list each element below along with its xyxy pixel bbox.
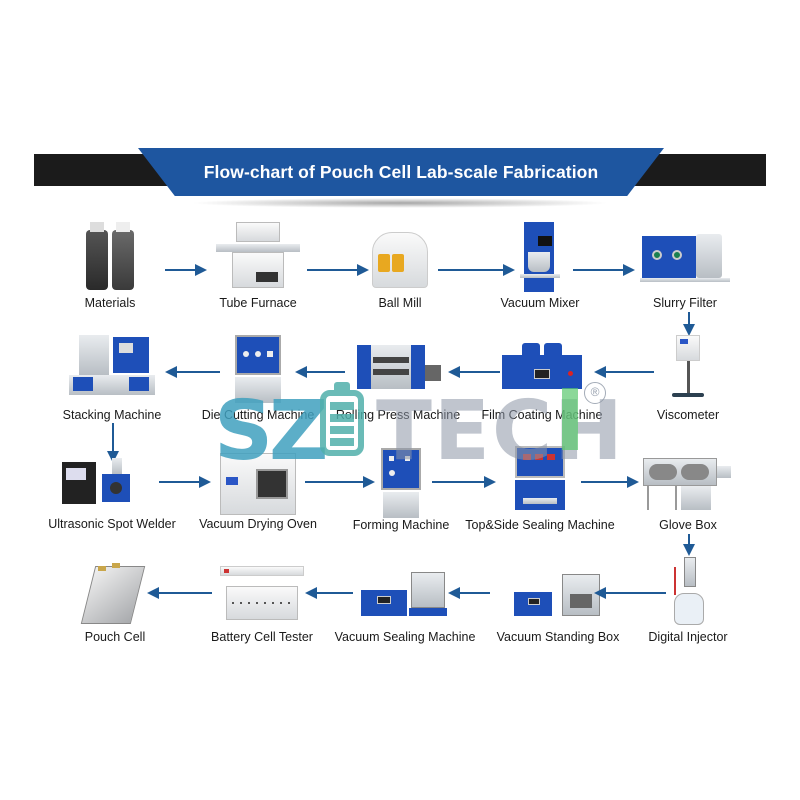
viscometer-icon [668, 335, 708, 401]
step-glove-box: Glove Box [613, 452, 763, 532]
arrow-left [295, 366, 345, 378]
step-ball-mill: Ball Mill [325, 222, 475, 310]
arrow-right [307, 264, 369, 276]
step-label: Top&Side Sealing Machine [465, 518, 615, 532]
arrow-down [683, 534, 695, 556]
slurry-filter-icon [640, 222, 730, 284]
battery-cell-tester-icon [220, 566, 304, 620]
step-label: Glove Box [659, 518, 717, 532]
pouch-cell-icon [80, 560, 150, 626]
vacuum-standing-box-icon [514, 568, 602, 620]
ball-mill-icon [370, 222, 430, 288]
step-label: Digital Injector [648, 630, 728, 644]
step-label: Die Cutting Machine [201, 408, 315, 422]
step-label: Film Coating Machine [481, 408, 603, 422]
bottles-icon [80, 222, 140, 292]
step-vacuum-standing-box: Vacuum Standing Box [483, 568, 633, 644]
vacuum-sealing-machine-icon [361, 568, 449, 620]
step-label: Battery Cell Tester [211, 630, 313, 644]
arrow-left [448, 366, 500, 378]
step-materials: Materials [35, 222, 185, 310]
header-shadow [190, 198, 610, 208]
die-cutting-machine-icon [235, 335, 281, 405]
step-forming-machine: Forming Machine [326, 448, 476, 532]
top-side-sealing-machine-icon [515, 446, 565, 516]
step-vacuum-drying-oven: Vacuum Drying Oven [183, 453, 333, 531]
arrow-right [438, 264, 515, 276]
arrow-right [581, 476, 639, 488]
step-vacuum-mixer: Vacuum Mixer [465, 222, 615, 310]
vacuum-drying-oven-icon [220, 453, 296, 515]
step-label: Stacking Machine [62, 408, 162, 422]
rolling-press-machine-icon [353, 335, 443, 395]
tube-furnace-icon [216, 222, 300, 288]
step-label: Rolling Press Machine [335, 408, 461, 422]
step-film-coating-machine: Film Coating Machine [467, 335, 617, 422]
arrow-right [159, 476, 211, 488]
step-rolling-press-machine: Rolling Press Machine [323, 335, 473, 422]
film-coating-machine-icon [500, 335, 584, 395]
arrow-right [573, 264, 635, 276]
step-slurry-filter: Slurry Filter [610, 222, 760, 310]
page-title: Flow-chart of Pouch Cell Lab-scale Fabri… [203, 162, 599, 182]
step-label: Vacuum Standing Box [496, 630, 620, 644]
step-digital-injector: Digital Injector [613, 557, 763, 644]
arrow-right [432, 476, 496, 488]
step-label: Vacuum Mixer [500, 296, 580, 310]
step-stacking-machine: Stacking Machine [37, 335, 187, 422]
forming-machine-icon [381, 448, 421, 518]
step-die-cutting-machine: Die Cutting Machine [183, 335, 333, 422]
header-tab [138, 148, 664, 196]
step-pouch-cell: Pouch Cell [40, 560, 190, 644]
step-label: Vacuum Drying Oven [199, 517, 317, 531]
step-viscometer: Viscometer [613, 335, 763, 422]
step-label: Forming Machine [352, 518, 450, 532]
step-label: Slurry Filter [653, 296, 717, 310]
step-label: Materials [84, 296, 136, 310]
digital-injector-icon [668, 557, 708, 627]
ultrasonic-spot-welder-icon [62, 458, 162, 508]
step-battery-cell-tester: Battery Cell Tester [187, 566, 337, 644]
step-label: Viscometer [656, 408, 720, 422]
arrow-left [594, 366, 654, 378]
arrow-down [683, 312, 695, 336]
stacking-machine-icon [69, 335, 155, 401]
step-label: Ball Mill [378, 296, 422, 310]
arrow-left [448, 587, 490, 599]
glove-box-icon [643, 452, 733, 512]
arrow-right [305, 476, 375, 488]
arrow-down [107, 423, 119, 463]
arrow-left [305, 587, 353, 599]
arrow-left [147, 587, 212, 599]
arrow-left [594, 587, 666, 599]
step-tube-furnace: Tube Furnace [183, 222, 333, 310]
step-ultrasonic-spot-welder: Ultrasonic Spot Welder [37, 458, 187, 531]
step-vacuum-sealing-machine: Vacuum Sealing Machine [330, 568, 480, 644]
vacuum-mixer-icon [520, 222, 560, 292]
step-label: Pouch Cell [84, 630, 146, 644]
step-label: Vacuum Sealing Machine [334, 630, 476, 644]
step-label: Ultrasonic Spot Welder [48, 517, 176, 531]
step-label: Tube Furnace [219, 296, 297, 310]
arrow-left [165, 366, 220, 378]
step-top-side-sealing-machine: Top&Side Sealing Machine [465, 446, 615, 532]
arrow-right [165, 264, 207, 276]
